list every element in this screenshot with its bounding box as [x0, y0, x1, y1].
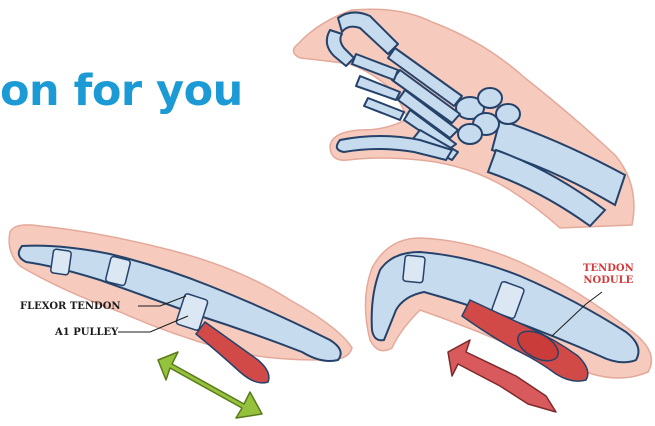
straight-finger-illustration — [9, 225, 352, 418]
a1-pulley-label: A1 PULLEY — [55, 327, 118, 339]
tendon-nodule-label-line1: TENDON — [583, 263, 634, 275]
tendon-nodule-label-line2: NODULE — [583, 275, 634, 287]
hand-illustration — [293, 9, 633, 228]
tendon-nodule-label: TENDON NODULE — [583, 263, 634, 287]
flexor-tendon-label: FLEXOR TENDON — [20, 301, 121, 313]
